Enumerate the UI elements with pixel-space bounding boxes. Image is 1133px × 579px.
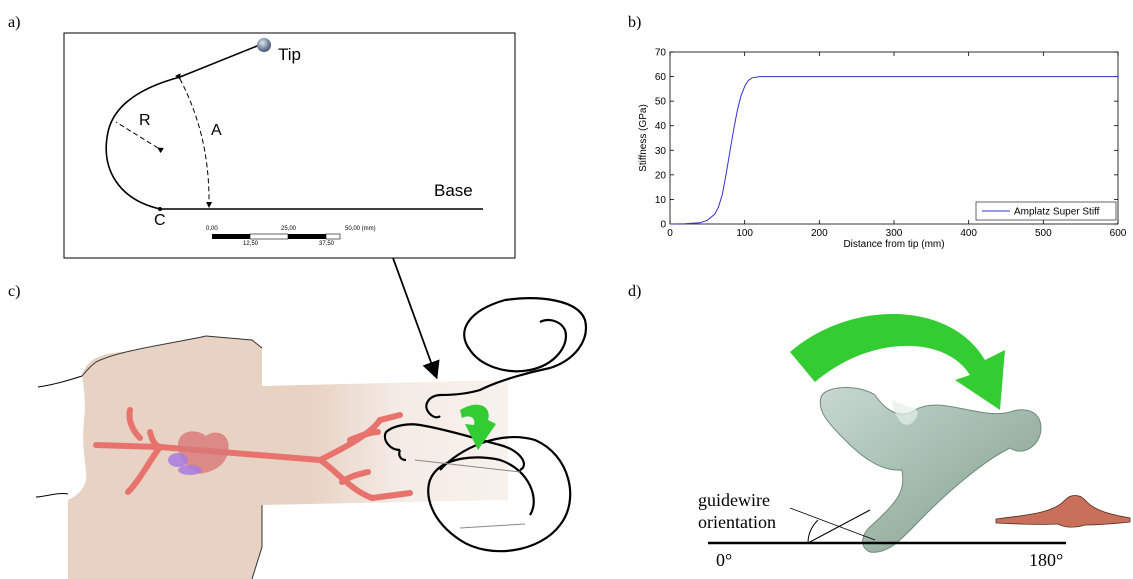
panel-d-illustration: [708, 313, 1131, 553]
orientation-leader-line: [789, 507, 876, 541]
base-label: Base: [434, 181, 473, 200]
guidewire-curve: [105, 43, 263, 210]
stiffness-chart: 0 100 200 300 400 500 600 0 10 20 30 40 50 60 70 Ampla…: [638, 48, 1127, 251]
y-tick-label: 40: [655, 121, 667, 132]
chart-frame: [669, 51, 1119, 225]
chart-series: [669, 76, 1118, 225]
chart-legend: Amplatz Super Stiff: [975, 201, 1117, 221]
body-outline-shoulder: [37, 375, 83, 388]
orientation-label-line2: orientation: [698, 512, 776, 532]
chart-plot-area: [669, 51, 1119, 225]
patient-silhouette: [995, 495, 1131, 528]
radius-marker: [115, 121, 164, 154]
catheter-shadow-1: [414, 459, 521, 473]
body-outline-head: [205, 335, 263, 349]
legend-label: Amplatz Super Stiff: [1014, 207, 1100, 218]
y-tick-label: 20: [655, 170, 667, 181]
x-tick-label: 0: [667, 228, 673, 239]
x-tick-label: 100: [736, 228, 753, 239]
panel-a-frame: [63, 32, 516, 259]
series-line: [669, 76, 1118, 225]
panel-a-diagram: [63, 32, 516, 259]
y-tick-label: 0: [660, 220, 666, 231]
scale-label-12: 12,50: [243, 241, 259, 247]
point-c: [158, 207, 162, 211]
point-c-label: C: [154, 212, 166, 229]
radius-label: R: [139, 112, 151, 129]
rotation-arrow-large: [790, 313, 1005, 410]
y-tick-label: 10: [655, 195, 667, 206]
panel-c-illustration: [35, 297, 588, 579]
scale-label-0: 0,00: [206, 226, 218, 232]
x-tick-label: 200: [811, 228, 828, 239]
body-outline-left: [35, 493, 69, 498]
panel-a-label: a): [8, 14, 21, 31]
degree-0-label: 0°: [716, 550, 733, 570]
connector-arrow: [392, 257, 440, 380]
y-tick-label: 60: [655, 72, 667, 83]
x-tick-label: 300: [886, 228, 903, 239]
rotation-arrow-small: [460, 404, 496, 450]
x-tick-label: 400: [960, 228, 977, 239]
angle-label: A: [211, 122, 222, 139]
x-tick-label: 600: [1110, 228, 1127, 239]
panel-b-label: b): [628, 14, 642, 31]
vessel-highlight: [892, 400, 918, 425]
catheter-coils: [383, 297, 588, 553]
y-tick-label: 50: [655, 97, 667, 108]
panel-d-label: d): [628, 283, 642, 300]
orientation-label-line1: guidewire: [698, 490, 770, 510]
x-tick-label: 500: [1035, 228, 1052, 239]
chart-ylabel: Stiffness (GPa): [638, 104, 649, 172]
heart-model: [168, 431, 229, 475]
y-tick-label: 30: [655, 146, 667, 157]
body-outline-top: [81, 335, 207, 377]
chart-xlabel: Distance from tip (mm): [843, 239, 944, 250]
scale-label-37: 37,50: [319, 241, 335, 247]
orientation-angle-arc: [807, 519, 819, 544]
vessel-model: [819, 387, 1042, 553]
panel-c-label: c): [8, 283, 21, 300]
scale-label-25: 25,00: [281, 226, 297, 232]
tip-label: Tip: [278, 45, 301, 64]
tip-ball: [257, 38, 271, 52]
scale-bar: [212, 233, 341, 240]
scale-label-50: 50,00 (mm): [345, 226, 376, 232]
degree-180-label: 180°: [1029, 550, 1064, 570]
y-tick-label: 70: [655, 48, 667, 59]
body-outline-leg: [251, 505, 263, 579]
chart-ticks: 0 100 200 300 400 500 600 0 10 20 30 40 50 60 70: [655, 48, 1127, 240]
legend-box: [975, 201, 1117, 221]
angle-arc: [175, 73, 213, 208]
catheter-shadow-2: [459, 523, 526, 529]
